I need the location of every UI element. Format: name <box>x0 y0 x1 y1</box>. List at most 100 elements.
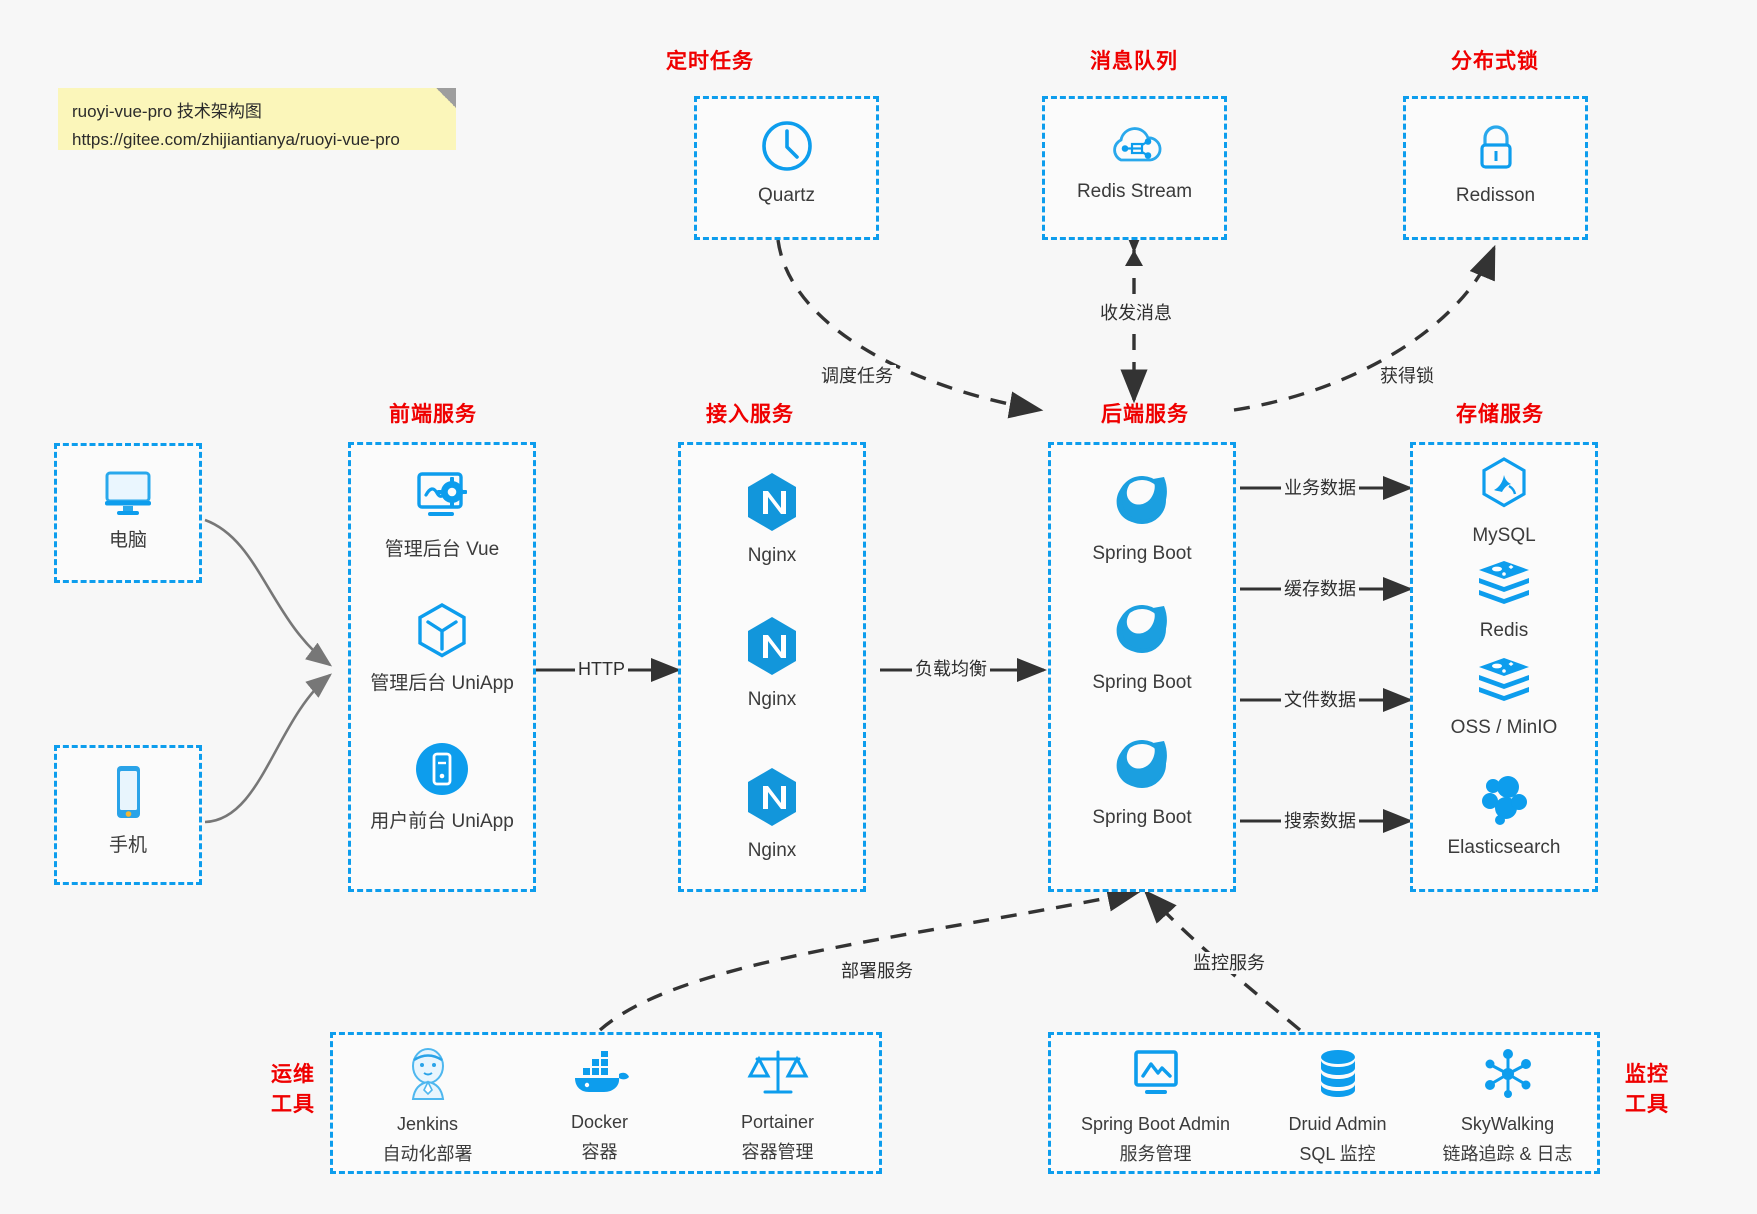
node-label: Elasticsearch <box>1447 837 1561 858</box>
node-label: Spring Boot <box>1092 807 1192 828</box>
node-label: 手机 <box>108 835 147 856</box>
node-redis-stream[interactable]: Redis Stream <box>1042 120 1227 205</box>
node-skywalking[interactable]: SkyWalking 链路追踪 & 日志 <box>1420 1046 1595 1167</box>
node-label: MySQL <box>1472 525 1536 546</box>
group-title-distributed-lock: 分布式锁 <box>1451 50 1539 73</box>
node-nginx-1[interactable]: Nginx <box>678 470 866 569</box>
node-label: Redisson <box>1455 185 1536 206</box>
node-user-uniapp[interactable]: 用户前台 UniApp <box>348 738 536 835</box>
node-label: Nginx <box>747 840 797 861</box>
node-nginx-2[interactable]: Nginx <box>678 614 866 713</box>
group-box-message-queue <box>1042 96 1227 240</box>
node-spring-boot-1[interactable]: Spring Boot <box>1048 468 1236 567</box>
node-desc: 容器 <box>581 1142 618 1162</box>
edge-label-search-data: 搜索数据 <box>1281 810 1359 832</box>
monitoring-title-line2: 工具 <box>1625 1093 1669 1116</box>
desktop-icon <box>97 463 159 524</box>
group-title-scheduled-task: 定时任务 <box>666 50 754 73</box>
node-mysql[interactable]: MySQL <box>1410 456 1598 549</box>
node-jenkins[interactable]: Jenkins 自动化部署 <box>340 1044 515 1167</box>
node-label: Spring Boot <box>1092 543 1192 564</box>
node-label: 用户前台 UniApp <box>370 811 514 832</box>
node-admin-vue[interactable]: 管理后台 Vue <box>348 466 536 563</box>
node-label: 电脑 <box>108 530 147 551</box>
node-spring-boot-2[interactable]: Spring Boot <box>1048 597 1236 696</box>
oss-minio-icon <box>1475 654 1533 711</box>
node-desc: 自动化部署 <box>382 1144 473 1164</box>
node-portainer[interactable]: Portainer 容器管理 <box>690 1046 865 1165</box>
group-title-storage: 存储服务 <box>1456 403 1544 426</box>
node-name: Docker <box>570 1112 628 1132</box>
group-title-devops: 运维 工具 <box>258 1060 328 1120</box>
node-label: Nginx <box>747 689 797 710</box>
group-title-gateway: 接入服务 <box>706 403 794 426</box>
node-redisson[interactable]: Redisson <box>1403 118 1588 209</box>
dashboard-gear-icon <box>408 466 476 533</box>
node-name: Spring Boot Admin <box>1080 1114 1231 1134</box>
group-box-frontend <box>348 442 536 892</box>
nginx-icon <box>741 765 803 834</box>
node-name: SkyWalking <box>1460 1114 1555 1134</box>
skywalking-icon <box>1479 1046 1537 1107</box>
phone-icon <box>103 762 153 829</box>
node-phone[interactable]: 手机 <box>54 762 202 859</box>
node-label: Nginx <box>747 545 797 566</box>
node-oss-minio[interactable]: OSS / MinIO <box>1410 654 1598 741</box>
node-docker[interactable]: Docker 容器 <box>512 1050 687 1165</box>
node-desc: 服务管理 <box>1119 1144 1192 1164</box>
node-label: OSS / MinIO <box>1450 717 1558 738</box>
cloud-stream-icon <box>1105 120 1165 175</box>
node-druid-admin[interactable]: Druid Admin SQL 监控 <box>1250 1046 1425 1167</box>
node-desc: SQL 监控 <box>1299 1144 1376 1164</box>
node-quartz[interactable]: Quartz <box>694 118 879 209</box>
edge-label-monitor-service: 监控服务 <box>1190 952 1268 974</box>
node-name: Portainer <box>740 1112 815 1132</box>
node-nginx-3[interactable]: Nginx <box>678 765 866 864</box>
edge-label-http: HTTP <box>575 658 628 680</box>
devops-title-line1: 运维 <box>271 1063 315 1086</box>
node-elasticsearch[interactable]: Elasticsearch <box>1410 772 1598 861</box>
redis-icon <box>1475 557 1533 614</box>
clock-icon <box>759 118 815 179</box>
mobile-app-icon <box>411 738 473 805</box>
node-desktop[interactable]: 电脑 <box>54 463 202 554</box>
edge-label-load-balance: 负载均衡 <box>912 658 990 680</box>
edge-label-send-receive: 收发消息 <box>1097 302 1175 324</box>
scales-icon <box>747 1046 809 1105</box>
node-spring-boot-admin[interactable]: Spring Boot Admin 服务管理 <box>1058 1046 1253 1167</box>
monitoring-title-line1: 监控 <box>1625 1063 1669 1086</box>
node-name: Druid Admin <box>1288 1114 1387 1134</box>
node-spring-boot-3[interactable]: Spring Boot <box>1048 732 1236 831</box>
node-label: 管理后台 Vue <box>384 539 500 560</box>
devops-title-line2: 工具 <box>271 1093 315 1116</box>
edge-label-cache-data: 缓存数据 <box>1281 578 1359 600</box>
note-title: ruoyi-vue-pro 技术架构图 <box>72 102 262 121</box>
spring-boot-icon <box>1109 468 1175 537</box>
node-label: 管理后台 UniApp <box>370 673 514 694</box>
group-title-monitoring: 监控 工具 <box>1612 1060 1682 1120</box>
node-label: Quartz <box>757 185 816 206</box>
node-label: Spring Boot <box>1092 672 1192 693</box>
docker-icon <box>569 1050 631 1105</box>
edge-label-file-data: 文件数据 <box>1281 689 1359 711</box>
edge-label-business-data: 业务数据 <box>1281 477 1359 499</box>
node-desc: 链路追踪 & 日志 <box>1442 1144 1573 1164</box>
node-redis[interactable]: Redis <box>1410 557 1598 644</box>
node-label: Redis <box>1479 620 1529 641</box>
edge-label-schedule-task: 调度任务 <box>818 365 896 387</box>
group-title-frontend: 前端服务 <box>389 403 477 426</box>
group-title-message-queue: 消息队列 <box>1090 50 1178 73</box>
node-desc: 容器管理 <box>741 1142 814 1162</box>
nginx-icon <box>741 470 803 539</box>
edge-label-acquire-lock: 获得锁 <box>1377 365 1437 387</box>
node-label: Redis Stream <box>1076 181 1193 202</box>
spring-boot-icon <box>1109 597 1175 666</box>
elasticsearch-icon <box>1475 772 1533 831</box>
cube-icon <box>411 600 473 667</box>
mysql-icon <box>1476 456 1532 519</box>
node-admin-uniapp[interactable]: 管理后台 UniApp <box>348 600 536 697</box>
edge-label-deploy-service: 部署服务 <box>838 960 916 982</box>
nginx-icon <box>741 614 803 683</box>
database-icon <box>1310 1046 1366 1107</box>
monitor-chart-icon <box>1125 1046 1187 1107</box>
